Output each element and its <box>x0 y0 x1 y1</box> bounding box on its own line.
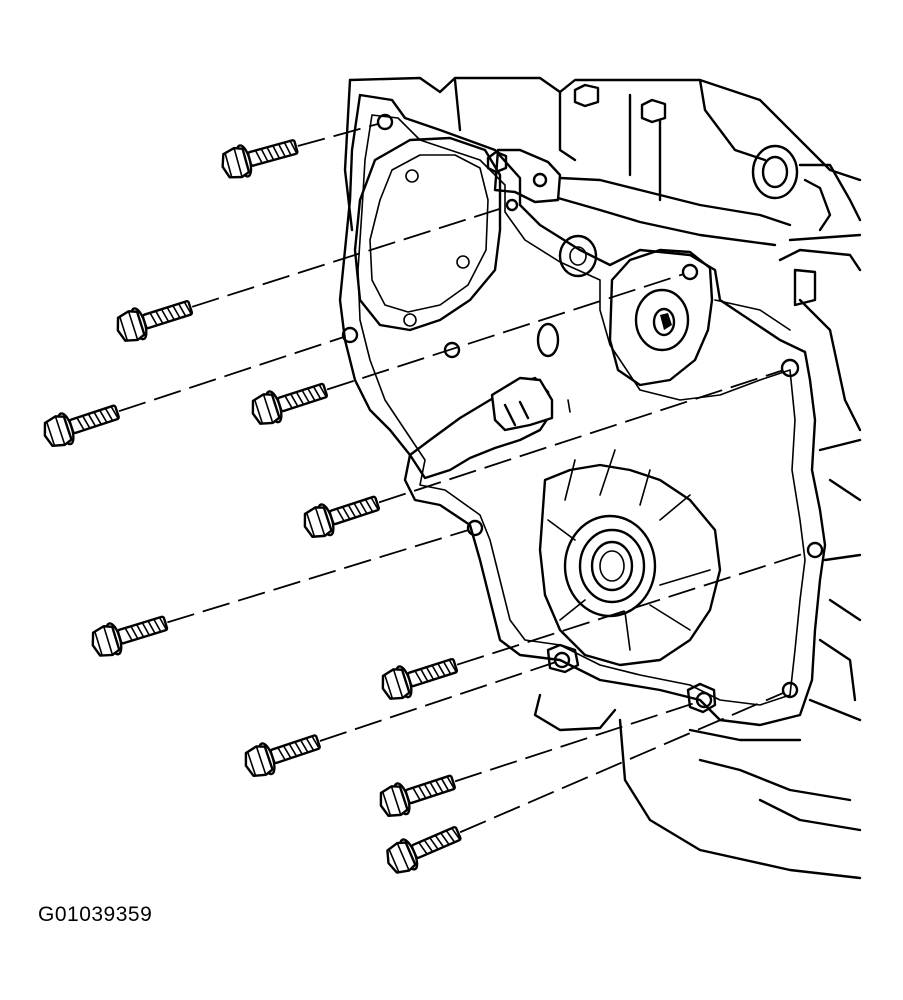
leader-line <box>456 551 808 666</box>
bolts <box>43 139 462 874</box>
hex-flange-bolt-icon <box>91 615 169 657</box>
hex-flange-bolt-icon <box>221 139 299 179</box>
leader-line <box>191 206 505 308</box>
hex-flange-bolt-icon <box>244 734 321 778</box>
hex-flange-bolt-icon <box>381 657 459 700</box>
figure-id-label: G01039359 <box>38 903 153 926</box>
leader-line <box>297 123 378 147</box>
leader-line <box>167 529 468 624</box>
leader-line <box>319 661 555 742</box>
leader-line <box>326 273 683 391</box>
bolt-holes <box>341 113 824 709</box>
front-cover <box>338 93 827 727</box>
hex-flange-bolt-icon <box>43 404 120 447</box>
leader-line <box>459 692 784 834</box>
leader-line <box>378 369 783 504</box>
engine-block <box>343 76 862 880</box>
hex-flange-bolt-icon <box>303 495 380 538</box>
hex-flange-bolt-icon <box>116 300 194 342</box>
leader-line <box>118 336 343 413</box>
hex-flange-bolt-icon <box>379 774 456 817</box>
hex-flange-bolt-icon <box>251 382 329 425</box>
leader-lines <box>118 123 808 834</box>
leader-line <box>454 701 697 783</box>
hex-flange-bolt-icon <box>386 826 462 874</box>
